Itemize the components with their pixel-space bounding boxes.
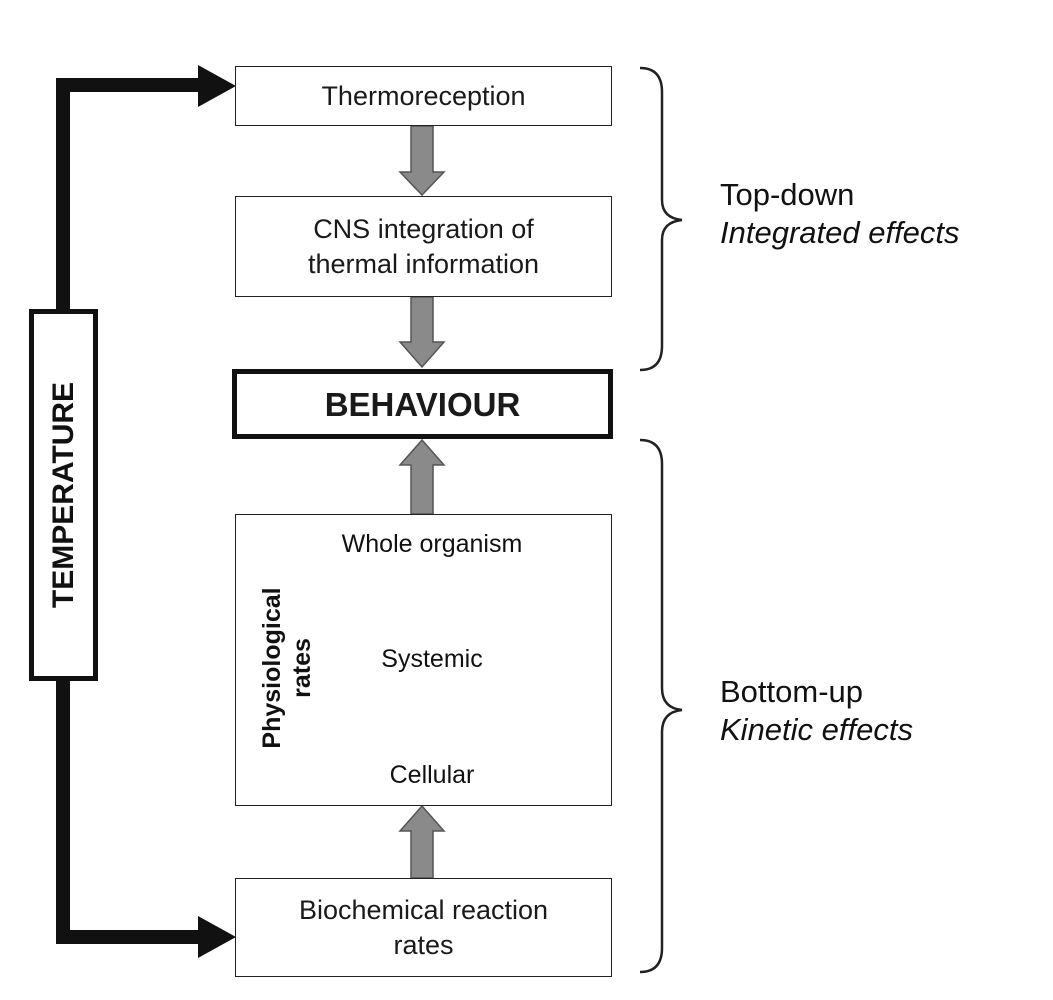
arrow-cns-to-behaviour xyxy=(398,296,446,369)
top-down-title: Top-down xyxy=(720,177,855,212)
temperature-box: TEMPERATURE xyxy=(29,309,98,681)
level-cellular: Cellular xyxy=(389,761,475,789)
temperature-arrowhead-bottom xyxy=(198,916,236,958)
arrow-thermo-to-cns xyxy=(398,125,446,197)
bottom-up-title: Bottom-up xyxy=(720,674,864,709)
arrow-biochem-to-physio xyxy=(398,804,446,879)
temperature-line-top xyxy=(56,78,205,309)
thermoreception-box: Thermoreception xyxy=(235,66,612,126)
brace-top-down xyxy=(639,66,683,372)
top-down-subtitle: Integrated effects xyxy=(720,215,960,250)
level-systemic: Systemic xyxy=(381,645,483,673)
physiological-rates-label: Physiological rates xyxy=(257,587,317,748)
cns-integration-box: CNS integration of thermal information xyxy=(235,196,612,297)
physiological-rates-box xyxy=(235,514,612,806)
biochem-label-line2: rates xyxy=(393,929,454,960)
brace-bottom-up xyxy=(639,438,683,974)
physiological-label-line1: Physiological xyxy=(258,587,286,749)
temperature-path xyxy=(56,65,236,958)
bottom-up-annotation: Bottom-up Kinetic effects xyxy=(720,673,913,749)
temperature-label: TEMPERATURE xyxy=(46,381,80,609)
biochem-label-line1: Biochemical reaction xyxy=(298,894,549,925)
cns-label-line2: thermal information xyxy=(307,248,540,279)
behaviour-box: BEHAVIOUR xyxy=(232,369,613,439)
level-whole-organism: Whole organism xyxy=(341,530,523,558)
temperature-line-bottom xyxy=(56,681,205,944)
cns-label-line1: CNS integration of xyxy=(313,213,534,244)
physiological-label-line2: rates xyxy=(288,638,316,698)
temperature-arrowhead-top xyxy=(198,65,236,107)
top-down-annotation: Top-down Integrated effects xyxy=(720,176,960,252)
thermoreception-label: Thermoreception xyxy=(321,80,526,111)
behaviour-label: BEHAVIOUR xyxy=(324,385,521,423)
arrow-physio-to-behaviour xyxy=(398,438,446,515)
bottom-up-subtitle: Kinetic effects xyxy=(720,712,913,747)
biochemical-rates-box: Biochemical reaction rates xyxy=(235,878,612,977)
